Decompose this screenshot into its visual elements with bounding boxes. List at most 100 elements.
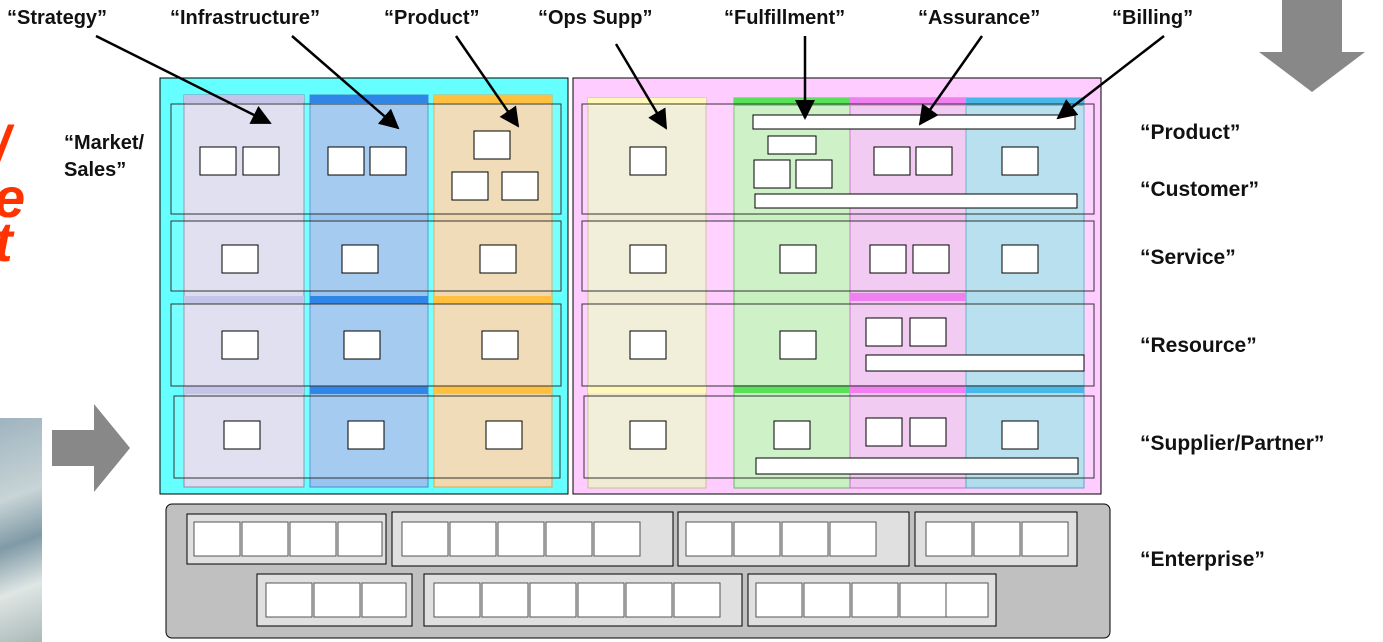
ops-support-stripe-2: [588, 385, 706, 393]
enterprise-box: [803, 582, 851, 618]
process-box: [629, 330, 667, 360]
strategy-stripe-2: [184, 296, 304, 304]
enterprise-box: [401, 521, 449, 557]
process-bar: [865, 354, 1085, 372]
product-stripe-2: [434, 296, 552, 304]
process-box: [779, 244, 817, 274]
enterprise-box: [851, 582, 899, 618]
assurance-stripe-3: [850, 293, 966, 301]
enterprise-box: [733, 521, 781, 557]
process-box: [369, 146, 407, 176]
label-supplier-partner-row: “Supplier/Partner”: [1140, 432, 1325, 455]
enterprise-box: [925, 521, 973, 557]
strategy-stripe-3: [184, 386, 304, 394]
label-service-row: “Service”: [1140, 246, 1236, 269]
label-assurance: “Assurance”: [918, 7, 1041, 29]
enterprise-box: [265, 582, 313, 618]
process-box: [873, 146, 911, 176]
edge-text-char-3: t: [0, 214, 25, 270]
enterprise-box: [337, 521, 383, 557]
label-enterprise-row: “Enterprise”: [1140, 548, 1265, 571]
process-box: [865, 317, 903, 347]
process-box: [915, 146, 953, 176]
ops-supp-pointer-arrow: [614, 43, 668, 130]
label-resource-row: “Resource”: [1140, 334, 1257, 357]
process-box: [223, 420, 261, 450]
process-box: [909, 317, 947, 347]
label-market-line2: Sales”: [64, 159, 127, 181]
process-box: [1001, 420, 1039, 450]
process-box: [795, 159, 833, 189]
label-market-sales: “Market/ Sales”: [64, 130, 144, 184]
label-ops-supp: “Ops Supp”: [538, 7, 653, 29]
process-box: [779, 330, 817, 360]
process-bar: [752, 114, 1076, 130]
right-arrow-icon: [52, 404, 130, 492]
enterprise-box: [313, 582, 361, 618]
process-box: [341, 244, 379, 274]
enterprise-box: [529, 582, 577, 618]
label-fulfillment: “Fulfillment”: [724, 7, 846, 29]
assurance-stripe-2: [850, 385, 966, 393]
enterprise-box: [241, 521, 289, 557]
label-product-column: “Product”: [384, 7, 480, 29]
enterprise-box: [593, 521, 641, 557]
ops-support-stripe: [588, 98, 706, 106]
enterprise-box: [1021, 521, 1069, 557]
enterprise-box: [289, 521, 337, 557]
enterprise-box: [781, 521, 829, 557]
assurance-pointer-arrow: [918, 35, 984, 126]
process-box: [753, 159, 791, 189]
billing-pointer-arrow: [1056, 35, 1165, 120]
product-pointer-arrow: [454, 35, 520, 128]
process-box: [451, 171, 489, 201]
product-stripe-3: [434, 386, 552, 394]
infrastructure-column-stripe: [310, 95, 428, 103]
process-box: [912, 244, 950, 274]
process-box: [347, 420, 385, 450]
process-box: [221, 244, 259, 274]
process-box: [242, 146, 280, 176]
enterprise-box: [481, 582, 529, 618]
enterprise-box: [449, 521, 497, 557]
label-billing: “Billing”: [1112, 7, 1194, 29]
process-box: [869, 244, 907, 274]
edge-text-fragment: / e t: [0, 118, 25, 270]
assurance-stripe: [850, 98, 966, 106]
enterprise-box: [829, 521, 877, 557]
ops-row-band-3: [581, 303, 1095, 387]
fulfillment-stripe: [734, 98, 850, 106]
infrastructure-stripe-2: [310, 296, 428, 304]
enterprise-box: [973, 521, 1021, 557]
enterprise-box: [945, 582, 989, 618]
label-market-line1: “Market/: [64, 132, 145, 154]
enterprise-box: [193, 521, 241, 557]
process-box: [629, 244, 667, 274]
strategy-column-stripe: [184, 95, 304, 103]
process-box: [909, 417, 947, 447]
enterprise-box: [361, 582, 407, 618]
enterprise-box: [755, 582, 803, 618]
down-arrow-icon: [1259, 0, 1365, 92]
process-box: [343, 330, 381, 360]
enterprise-box: [899, 582, 947, 618]
process-box: [481, 330, 519, 360]
process-box: [327, 146, 365, 176]
process-box: [473, 130, 511, 160]
process-bar: [755, 457, 1079, 475]
process-box: [1001, 244, 1039, 274]
process-box: [199, 146, 237, 176]
label-product-row: “Product”: [1140, 121, 1241, 144]
enterprise-box: [685, 521, 733, 557]
label-strategy: “Strategy”: [7, 7, 108, 29]
process-box: [865, 417, 903, 447]
enterprise-box: [625, 582, 673, 618]
process-box: [479, 244, 517, 274]
process-box: [629, 146, 667, 176]
billing-stripe-2: [966, 385, 1084, 393]
enterprise-box: [673, 582, 721, 618]
label-customer-row: “Customer”: [1140, 178, 1260, 201]
process-bar: [754, 193, 1078, 209]
enterprise-box: [497, 521, 545, 557]
